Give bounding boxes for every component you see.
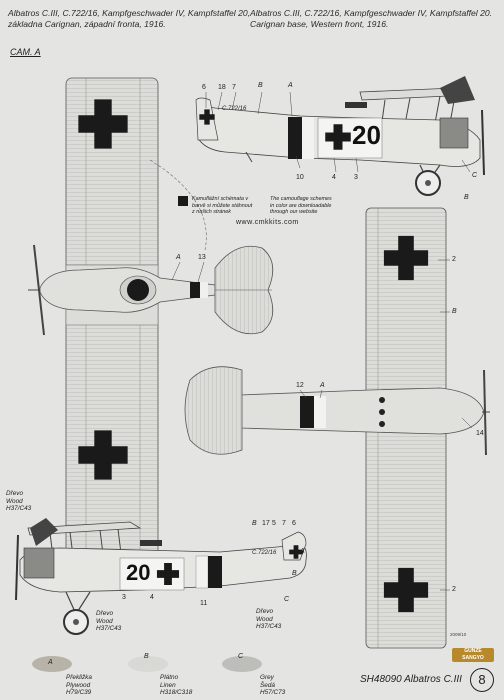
website-link[interactable]: www.cmkkits.com: [236, 219, 299, 226]
callout-10: 10: [296, 174, 304, 181]
callout-lower-6: 6: [292, 520, 296, 527]
callout-11: 11: [200, 600, 208, 607]
callout-12: 12: [296, 382, 304, 389]
callout-lower-B2: B: [292, 570, 297, 577]
note-english: The camouflage schemes in color are down…: [270, 196, 332, 215]
top-view-fuselage: [28, 244, 274, 336]
side-profile-bottom: [15, 518, 307, 635]
callout-lower-C: C: [284, 596, 290, 603]
callout-wing-A: A: [176, 254, 181, 261]
callout-6: 6: [202, 84, 206, 91]
fuselage-number-bottom: 20: [126, 560, 151, 585]
swatch-label-grey: Grey Šedá H57/C73: [260, 674, 286, 696]
swatch-grey: [222, 656, 262, 672]
sheet-title: SH48090 Albatros C.III: [360, 674, 462, 685]
callout-5: 5: [272, 520, 276, 527]
swatch-letter-a: A: [48, 659, 53, 666]
callout-B-lower: B: [464, 194, 469, 201]
callout-lower-A: A: [300, 548, 305, 555]
callout-C: C: [472, 172, 478, 179]
caption-czech: Albatros C.III, C.722/16, Kampfgeschwade…: [8, 8, 251, 29]
brand-logo: GUNZE SANGYO: [452, 648, 494, 662]
callout-3: 3: [354, 174, 358, 181]
callout-leaders: [171, 91, 473, 591]
callout-bottom-B: B: [452, 308, 457, 315]
side-profile-top: [195, 76, 485, 196]
fuselage-number-top: 20: [352, 120, 381, 150]
wood-label-left: Dřevo Wood H37/C43: [6, 490, 32, 512]
callout-13: 13: [198, 254, 206, 261]
callout-17: 17: [262, 520, 270, 527]
note-czech: Kamuflážní schémata v barvě si můžete st…: [192, 196, 253, 215]
swatch-letter-b: B: [144, 653, 149, 660]
serial-code-bottom: C.722/16: [252, 550, 277, 556]
bottom-view-wing: [184, 207, 490, 649]
caption-english: Albatros C.III, C.722/16, Kampfgeschwade…: [250, 8, 493, 29]
callout-4: 4: [332, 174, 336, 181]
callout-bottom-A: A: [320, 382, 325, 389]
callout-lower-B: B: [252, 520, 257, 527]
callout-B: B: [258, 82, 263, 89]
callout-14: 14: [476, 430, 484, 437]
callout-A: A: [288, 82, 293, 89]
callout-lower-7: 7: [282, 520, 286, 527]
small-code: 2009/10: [450, 632, 467, 637]
callout-2-top: 2: [452, 256, 456, 263]
wood-label-lower-b: Dřevo Wood H37/C43: [256, 608, 282, 630]
callout-lower-3: 3: [122, 594, 126, 601]
swatch-linen: [128, 656, 168, 672]
camouflage-label: CAM. A: [10, 47, 41, 57]
callout-lower-4: 4: [150, 594, 154, 601]
swatch-plywood: [32, 656, 72, 672]
info-icon: [178, 196, 188, 206]
swatch-label-linen: Plátno Linen H318/C318: [160, 674, 193, 696]
callout-18: 18: [218, 84, 226, 91]
callout-7: 7: [232, 84, 236, 91]
swatch-letter-c: C: [238, 653, 244, 660]
top-view-wing: [65, 77, 159, 573]
serial-code-top: C.722/16: [222, 106, 247, 112]
wood-label-lower-a: Dřevo Wood H37/C43: [96, 610, 122, 632]
swatch-label-plywood: Překližka Plywood H79/C39: [66, 674, 92, 696]
callout-2-bottom: 2: [452, 586, 456, 593]
page-number: 8: [470, 668, 494, 692]
